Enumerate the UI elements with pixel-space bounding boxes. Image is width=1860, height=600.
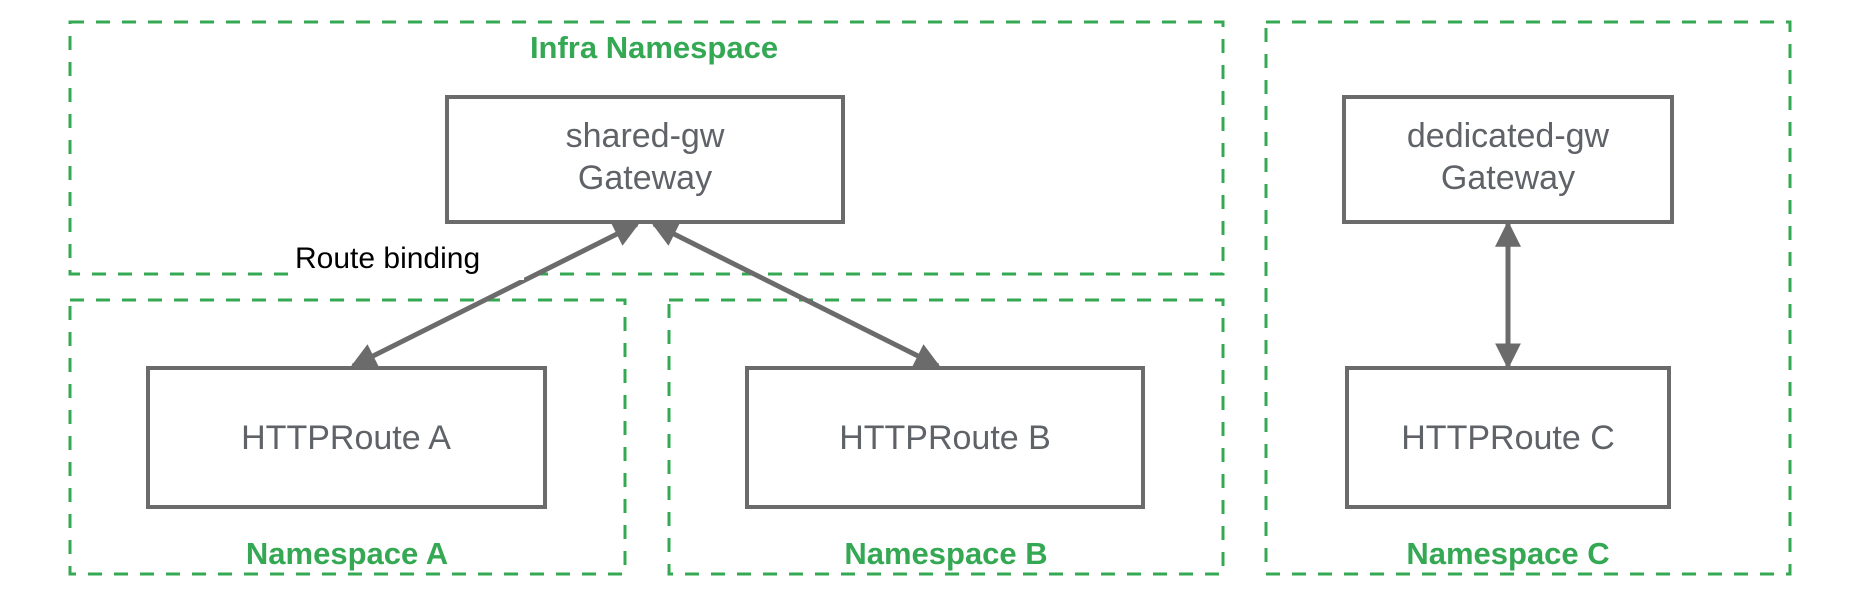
- node-label-dedicated-gw-line1: dedicated-gw: [1407, 117, 1610, 155]
- node-box-shared-gw[interactable]: [445, 95, 845, 224]
- node-shared-gw[interactable]: shared-gw Gateway: [445, 95, 845, 224]
- node-box-dedicated-gw[interactable]: [1342, 95, 1674, 224]
- node-label-httproute-b: HTTPRoute B: [839, 419, 1051, 457]
- namespace-label-b: Namespace B: [844, 536, 1047, 571]
- namespace-frame-a: [68, 298, 627, 576]
- edge-shared-gw-to-httproute-b: [651, 221, 941, 369]
- namespace-label-c: Namespace C: [1406, 536, 1609, 571]
- namespace-label-infra: Infra Namespace: [530, 30, 778, 65]
- namespace-labels: Infra Namespace Namespace A Namespace B …: [246, 30, 1610, 571]
- node-label-dedicated-gw-line2: Gateway: [1441, 159, 1575, 197]
- node-label-shared-gw-line1: shared-gw: [566, 117, 725, 155]
- node-httproute-a[interactable]: HTTPRoute A: [146, 366, 547, 509]
- node-httproute-c[interactable]: HTTPRoute C: [1345, 366, 1671, 509]
- edge-label-backdrop: [288, 238, 524, 280]
- namespace-frame-b: [667, 298, 1225, 576]
- node-label-httproute-a: HTTPRoute A: [241, 419, 451, 457]
- node-label-httproute-c: HTTPRoute C: [1401, 419, 1615, 457]
- node-dedicated-gw[interactable]: dedicated-gw Gateway: [1342, 95, 1674, 224]
- node-box-httproute-a[interactable]: [146, 366, 547, 509]
- node-box-httproute-c[interactable]: [1345, 366, 1671, 509]
- namespace-frame-c: [1264, 20, 1792, 576]
- edge-labels: Route binding: [288, 238, 524, 280]
- edge-label-route-binding: Route binding: [295, 242, 480, 275]
- namespace-frames: [68, 20, 1792, 576]
- edge-shared-gw-to-httproute-a: [350, 221, 640, 369]
- namespace-label-a: Namespace A: [246, 536, 448, 571]
- node-label-shared-gw-line2: Gateway: [578, 159, 712, 197]
- node-httproute-b[interactable]: HTTPRoute B: [745, 366, 1145, 509]
- diagram-edges: [350, 220, 1521, 370]
- namespace-frame-infra: [68, 20, 1225, 276]
- node-box-httproute-b[interactable]: [745, 366, 1145, 509]
